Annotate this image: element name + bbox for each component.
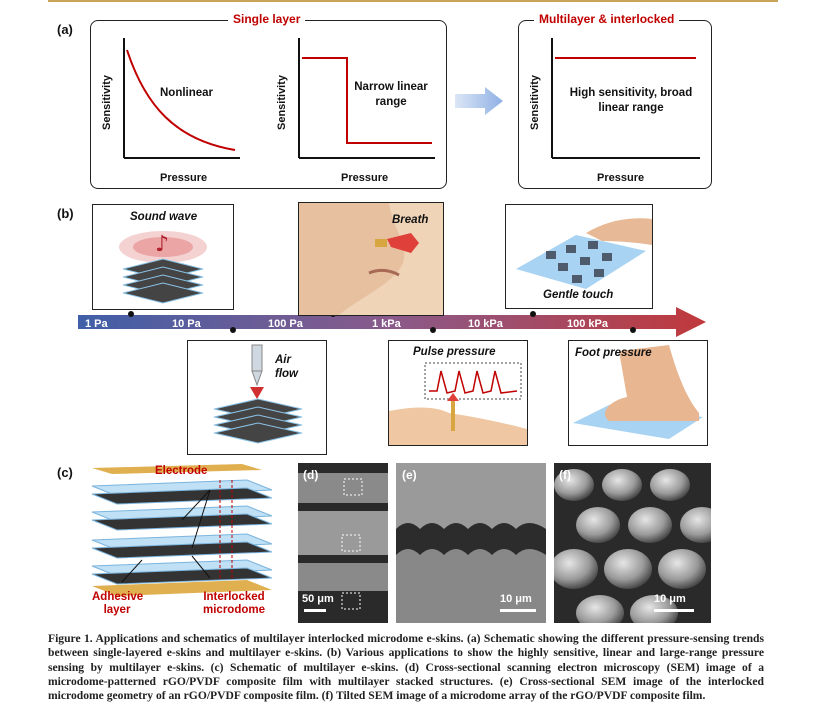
sem-image-d	[298, 463, 388, 623]
sem-d-illustration	[298, 463, 388, 623]
interlocked-microdome-label: Interlocked microdome	[203, 591, 265, 616]
pulse-pressure-illustration	[389, 362, 527, 445]
multilayer-title: Multilayer & interlocked	[534, 12, 680, 26]
card-pulse-pressure	[388, 340, 528, 446]
tick-10kpa: 10 kPa	[468, 318, 503, 330]
chart3-annotation: High sensitivity, broad linear range	[569, 87, 693, 114]
multilayer-schematic	[91, 464, 273, 596]
air-flow-illustration	[213, 344, 303, 444]
adhesive-layer-label: Adhesive layer	[92, 591, 144, 616]
sound-wave-label: Sound wave	[130, 211, 198, 223]
chart1-xlabel: Pressure	[160, 172, 208, 184]
sem-f-illustration	[554, 463, 711, 623]
chart-nonlinear	[123, 38, 240, 159]
electrode-label: Electrode	[155, 465, 208, 477]
panel-a-label: (a)	[57, 22, 73, 37]
figure-caption: Figure 1. Applications and schematics of…	[48, 632, 764, 703]
chart2-xlabel: Pressure	[341, 172, 389, 184]
tick-10pa: 10 Pa	[172, 318, 201, 330]
chart-high-sensitivity	[551, 38, 700, 159]
tick-100kpa: 100 kPa	[567, 318, 608, 330]
breath-illustration	[299, 203, 443, 315]
top-rule	[48, 0, 778, 2]
breath-label: Breath	[392, 214, 429, 226]
card-sound-wave: ♪	[92, 204, 234, 310]
chart2-ylabel: Sensitivity	[276, 74, 288, 130]
tick-100pa: 100 Pa	[268, 318, 303, 330]
chart1-ylabel: Sensitivity	[101, 74, 113, 130]
sem-image-e	[396, 463, 546, 623]
pulse-pressure-label: Pulse pressure	[413, 346, 496, 358]
panel-c-label: (c)	[57, 465, 73, 480]
chart2-annotation: Narrow linear range	[354, 81, 428, 108]
foot-pressure-label: Foot pressure	[575, 347, 652, 359]
sem-image-f	[554, 463, 711, 623]
panel-d-label: (d)	[303, 468, 319, 482]
chart3-ylabel: Sensitivity	[529, 74, 541, 130]
card-gentle-touch	[505, 204, 653, 309]
gentle-touch-illustration	[516, 218, 652, 289]
nonlinear-curve	[126, 49, 236, 151]
card-air-flow	[187, 340, 327, 455]
chart3-xlabel: Pressure	[597, 172, 645, 184]
card-foot-pressure	[568, 340, 708, 446]
panel-e-label: (e)	[402, 468, 417, 482]
gentle-touch-label: Gentle touch	[543, 289, 614, 301]
transition-arrow	[455, 87, 503, 115]
foot-pressure-illustration	[573, 345, 703, 439]
svg-text:♪: ♪	[155, 232, 169, 257]
panel-f-scale: 10 μm	[654, 593, 686, 605]
single-layer-title: Single layer	[228, 12, 306, 26]
sem-e-illustration	[396, 463, 546, 623]
tick-1kpa: 1 kPa	[372, 318, 401, 330]
panel-e-scale: 10 μm	[500, 593, 532, 605]
multilayer-box	[518, 20, 712, 189]
sound-wave-illustration: ♪	[119, 231, 207, 304]
tick-1pa: 1 Pa	[85, 318, 108, 330]
panel-f-label: (f)	[559, 468, 571, 482]
chart1-annotation: Nonlinear	[160, 87, 214, 99]
single-layer-box	[90, 20, 447, 189]
air-flow-label: Air flow	[275, 354, 298, 380]
panel-d-scale: 50 μm	[302, 593, 334, 605]
card-breath	[298, 202, 444, 316]
panel-b-label: (b)	[57, 206, 74, 221]
step-curve	[302, 57, 432, 144]
chart-narrow-linear	[298, 38, 435, 159]
